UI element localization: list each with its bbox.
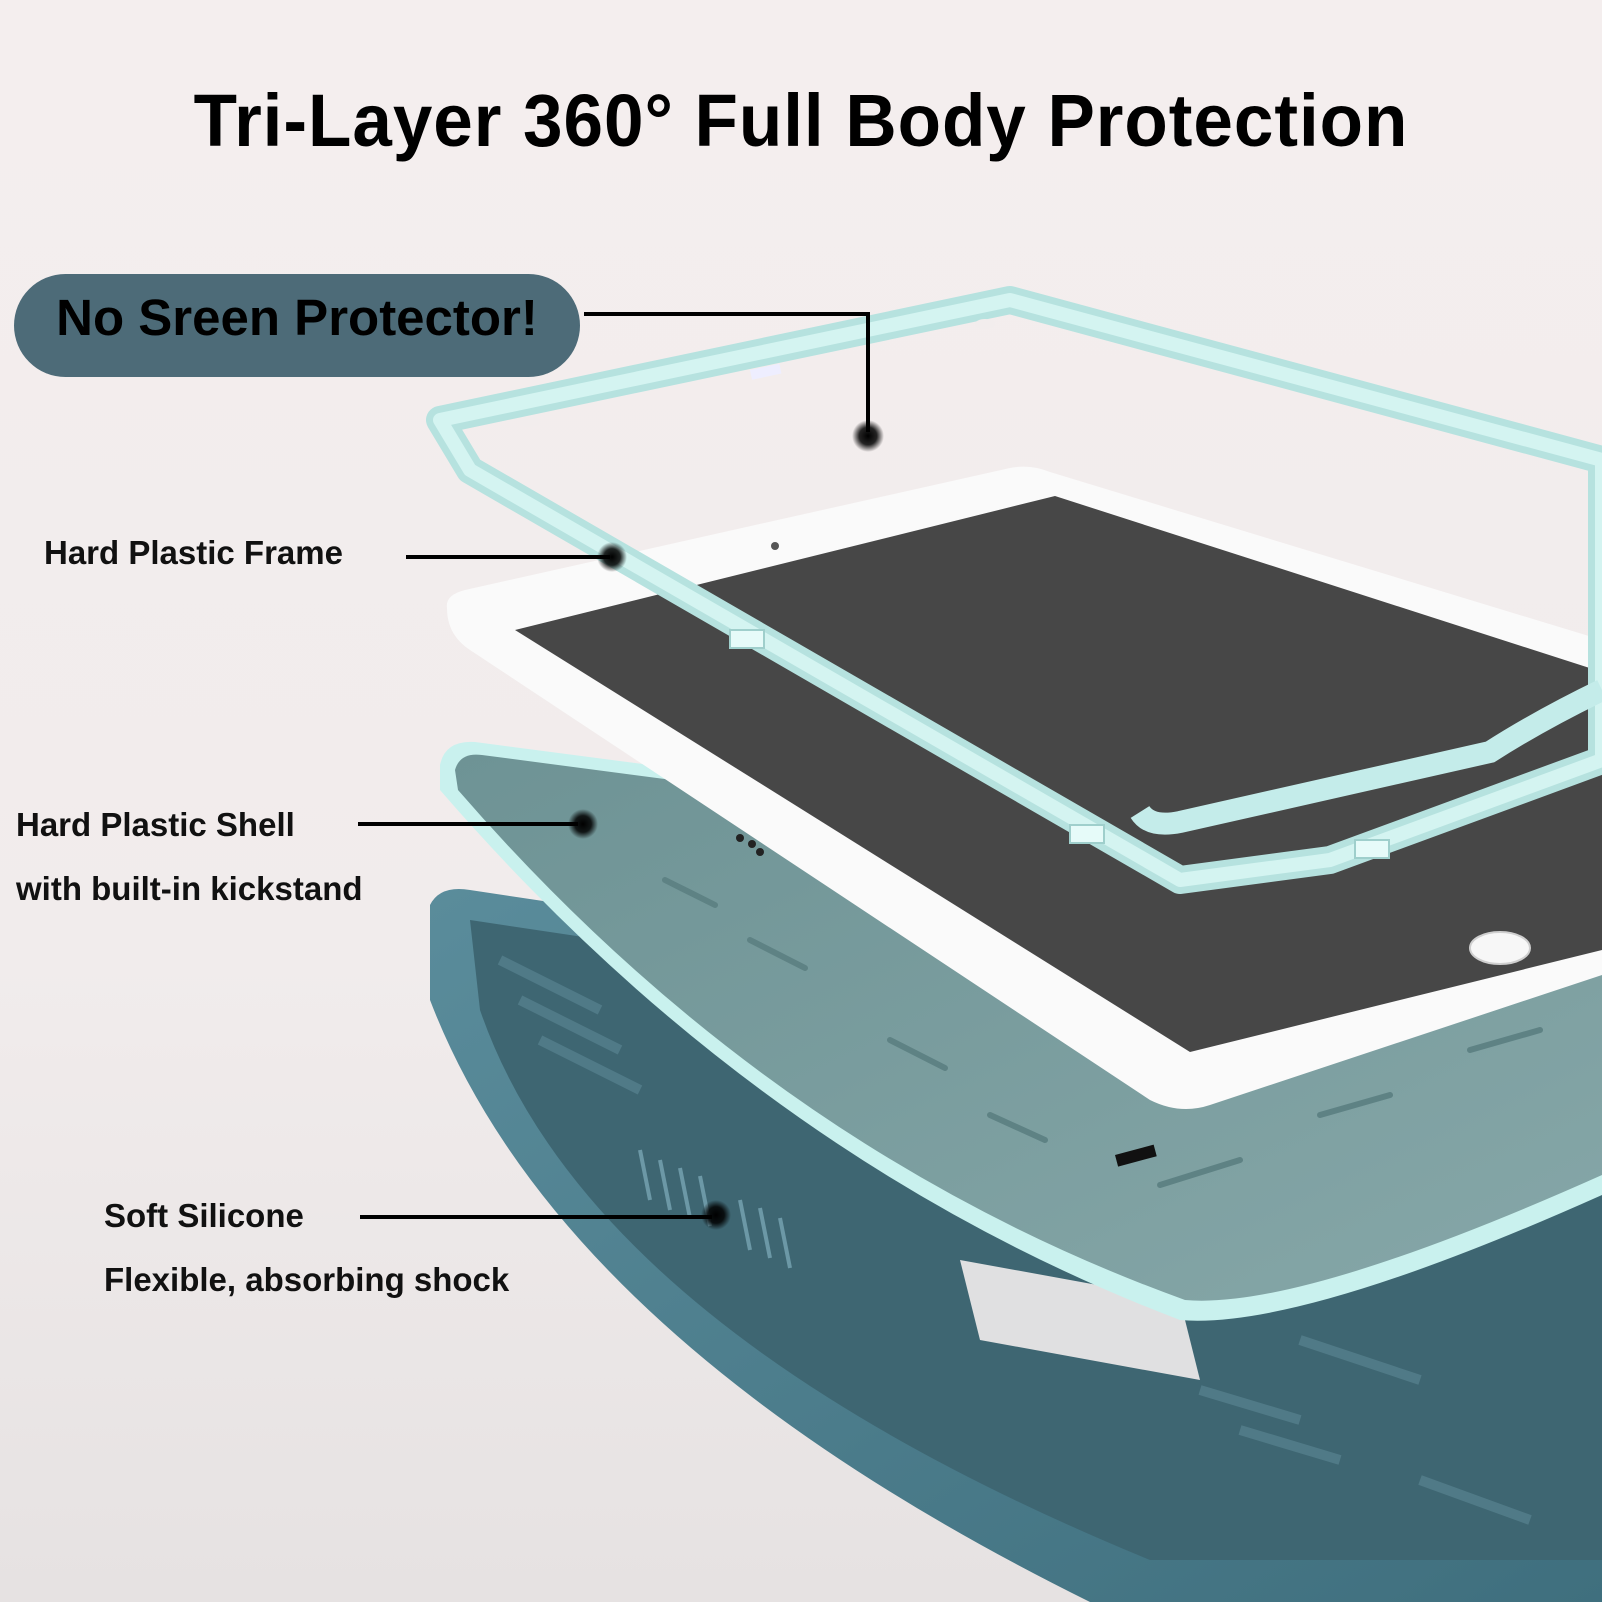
frame-dot-icon	[597, 542, 627, 572]
callout-silicone-sublabel: Flexible, absorbing shock	[104, 1261, 510, 1298]
callout-lines	[358, 312, 870, 1219]
callout-shell-label: Hard Plastic Shell	[16, 806, 295, 843]
silicone-dot-icon	[701, 1200, 731, 1230]
callout-frame-label: Hard Plastic Frame	[44, 534, 343, 571]
badge-label: No Sreen Protector!	[56, 289, 538, 346]
badge-dot-icon	[852, 420, 884, 452]
frame-layer	[426, 286, 1602, 894]
shell-dot-icon	[568, 809, 598, 839]
callout-dots	[568, 420, 884, 1230]
no-screen-protector-badge: No Sreen Protector!	[14, 274, 580, 377]
badge-leader-line	[584, 312, 870, 432]
callout-silicone-label: Soft Silicone	[104, 1197, 304, 1234]
page-title: Tri-Layer 360° Full Body Protection	[193, 79, 1409, 162]
callout-shell-sublabel: with built-in kickstand	[16, 870, 363, 907]
